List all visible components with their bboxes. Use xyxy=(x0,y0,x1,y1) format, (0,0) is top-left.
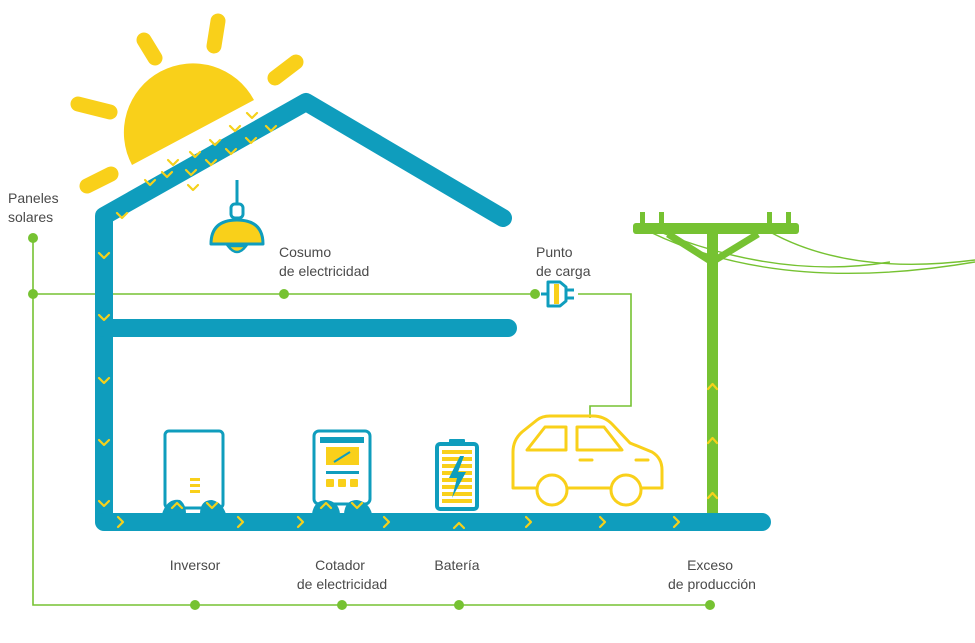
electricity-meter-icon xyxy=(312,429,372,514)
label-battery: Batería xyxy=(434,557,479,573)
label-inverter: Inversor xyxy=(170,557,221,573)
solar-panel-chevrons xyxy=(115,111,278,220)
ceiling-lamp-icon xyxy=(209,180,265,254)
pipe-flow-chevrons xyxy=(97,251,681,530)
connector-dots xyxy=(28,233,715,610)
electric-car-icon xyxy=(511,414,664,507)
sun-icon xyxy=(70,13,304,194)
label-excess: Exceso de producción xyxy=(668,557,756,592)
battery-icon xyxy=(435,439,479,511)
inverter-icon xyxy=(162,429,226,514)
utility-pole-icon xyxy=(633,212,975,520)
house-pipes xyxy=(95,93,771,531)
label-meter: Cotador de electricidad xyxy=(297,557,387,592)
label-consumption: Cosumo de electricidad xyxy=(279,244,369,279)
label-solar-panels: Paneles solares xyxy=(8,190,62,225)
label-charge-point: Punto de carga xyxy=(536,244,591,279)
plug-icon xyxy=(541,280,574,308)
